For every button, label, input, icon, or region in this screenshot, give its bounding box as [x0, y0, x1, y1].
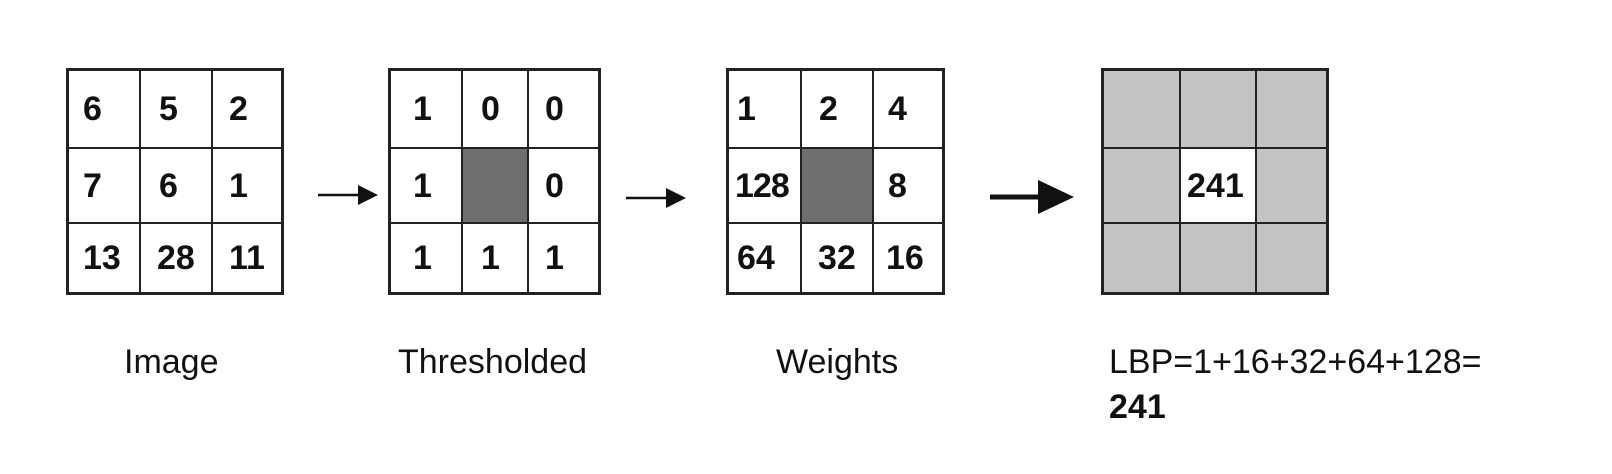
cell-value: 128: [735, 166, 790, 205]
cell-value: 1: [481, 239, 500, 277]
thresholded-cell: 1: [390, 70, 462, 148]
result-cell: [1103, 70, 1180, 148]
weights-cell: 8: [873, 148, 943, 223]
image-cell: 28: [140, 223, 212, 293]
thresholded-cell: 0: [462, 70, 528, 148]
result-cell: [1256, 148, 1327, 223]
thresholded-cell: 0: [528, 148, 599, 223]
cell-value: 5: [159, 90, 178, 128]
result-cell: [1256, 223, 1327, 293]
result-cell: [1103, 148, 1180, 223]
cell-value: 0: [545, 166, 564, 205]
result-cell: [1103, 223, 1180, 293]
image-grid: 6 5 2 7 6 1 13 28 11: [66, 68, 284, 295]
weights-cell: 4: [873, 70, 943, 148]
arrow-icon: [318, 185, 378, 205]
lbp-center-value: 241: [1180, 148, 1256, 223]
thresholded-cell: 1: [462, 223, 528, 293]
center-pixel-cell: [462, 148, 528, 223]
cell-value: 4: [888, 90, 907, 128]
weights-cell: 32: [801, 223, 873, 293]
cell-value: 64: [737, 239, 775, 277]
cell-value: 0: [545, 90, 564, 128]
thresholded-cell: 1: [390, 148, 462, 223]
cell-value: 8: [888, 166, 907, 205]
image-cell: 6: [68, 70, 140, 148]
result-cell: [1180, 223, 1256, 293]
image-cell: 5: [140, 70, 212, 148]
thresholded-grid: 1 0 0 1 0 1 1 1: [388, 68, 601, 295]
cell-value: 11: [229, 239, 265, 277]
result-cell: [1180, 70, 1256, 148]
thresholded-cell: 0: [528, 70, 599, 148]
cell-value: 6: [159, 166, 178, 205]
cell-value: 32: [818, 239, 856, 277]
cell-value: 0: [481, 90, 500, 128]
weights-cell: 1: [728, 70, 801, 148]
cell-value: 1: [737, 90, 756, 128]
cell-value: 2: [819, 90, 838, 128]
image-cell: 11: [212, 223, 282, 293]
image-cell: 2: [212, 70, 282, 148]
thresholded-caption: Thresholded: [398, 343, 588, 381]
weights-caption: Weights: [776, 343, 899, 381]
thresholded-cell: 1: [390, 223, 462, 293]
cell-value: 28: [157, 239, 195, 277]
weights-cell: 64: [728, 223, 801, 293]
image-cell: 6: [140, 148, 212, 223]
cell-value: 1: [545, 239, 564, 277]
cell-value: 1: [413, 239, 432, 277]
cell-value: 2: [229, 90, 248, 128]
cell-value: 1: [229, 166, 248, 205]
cell-value: 13: [83, 239, 121, 277]
cell-value: 241: [1187, 166, 1244, 205]
lbp-formula: LBP=1+16+32+64+128=: [1109, 343, 1482, 381]
thresholded-cell: 1: [528, 223, 599, 293]
result-grid: 241: [1101, 68, 1329, 295]
weights-cell: 128: [728, 148, 801, 223]
cell-value: 7: [83, 166, 102, 205]
cell-value: 6: [83, 90, 102, 128]
cell-value: 16: [886, 239, 924, 277]
weights-grid: 1 2 4 128 8 64 32 16: [726, 68, 945, 295]
weights-cell: 2: [801, 70, 873, 148]
lbp-result: 241: [1109, 388, 1166, 426]
image-cell: 7: [68, 148, 140, 223]
image-cell: 13: [68, 223, 140, 293]
image-caption: Image: [124, 343, 219, 381]
arrow-icon: [990, 180, 1074, 214]
cell-value: 1: [413, 166, 432, 205]
arrow-icon: [626, 188, 686, 208]
image-cell: 1: [212, 148, 282, 223]
result-cell: [1256, 70, 1327, 148]
cell-value: 1: [413, 90, 432, 128]
weights-cell: 16: [873, 223, 943, 293]
center-pixel-cell: [801, 148, 873, 223]
